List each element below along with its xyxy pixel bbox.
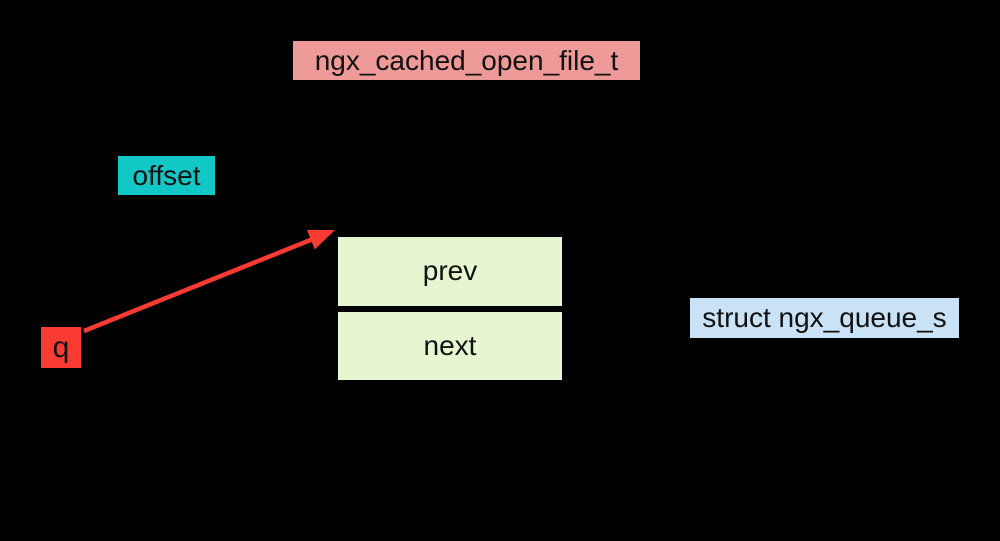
q-pointer-label: q <box>41 327 81 368</box>
queue-cell-prev: prev <box>335 234 565 309</box>
queue-cell-next: next <box>335 308 565 383</box>
q-arrow-head-icon <box>307 230 335 250</box>
struct-title-label: ngx_cached_open_file_t <box>293 41 640 80</box>
queue-cell-prev-label: prev <box>422 255 478 287</box>
offset-field-label: offset <box>118 156 215 195</box>
queue-struct-table: prev next <box>335 234 565 383</box>
q-arrow-line <box>83 234 319 334</box>
queue-struct-name-label: struct ngx_queue_s <box>690 298 959 338</box>
queue-cell-next-label: next <box>423 329 477 361</box>
